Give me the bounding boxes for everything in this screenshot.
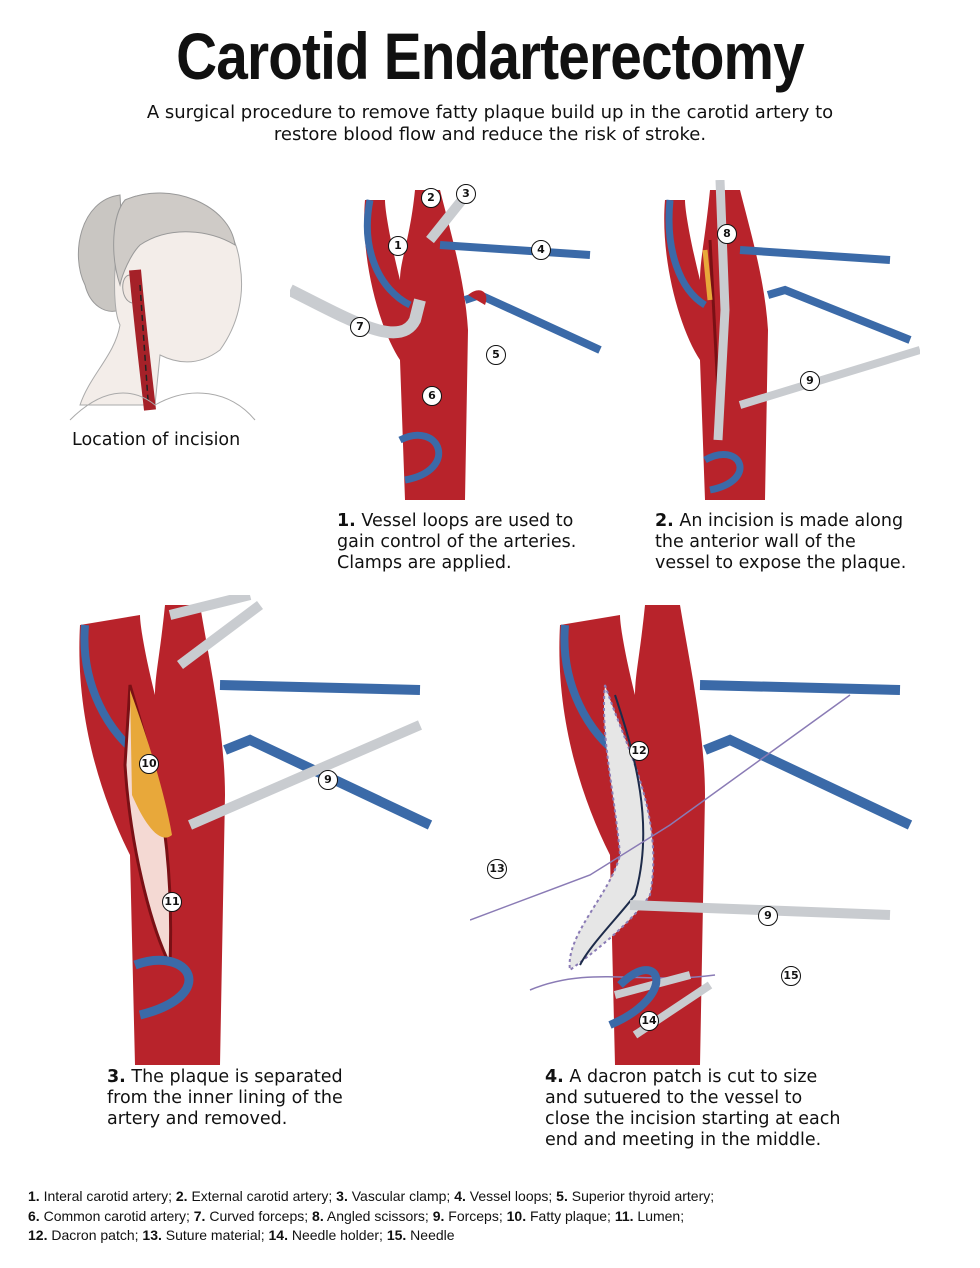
panel-incision-location: Location of incision: [60, 175, 260, 450]
legend-label: Lumen;: [637, 1207, 685, 1224]
caption-line: artery and removed.: [107, 1109, 288, 1129]
caption-line: Vessel loops are used to: [361, 511, 574, 531]
caption-line: and sutuered to the vessel to: [545, 1088, 803, 1108]
legend-line: 12. Dacron patch; 13. Suture material; 1…: [28, 1226, 714, 1246]
legend-num: 3.: [336, 1188, 348, 1204]
callout-8: 8: [717, 224, 737, 244]
legend-label: Vascular clamp;: [351, 1188, 451, 1204]
caption-step-2: 2. An incision is made along the anterio…: [655, 511, 906, 574]
callout-5: 5: [486, 345, 506, 365]
legend-label: Curved forceps;: [209, 1207, 309, 1224]
head-illustration: [69, 192, 256, 421]
plaque-removal-illustration: [79, 595, 433, 1065]
legend-num: 9.: [432, 1207, 445, 1224]
caption-line: Clamps are applied.: [337, 553, 512, 573]
vessel-loops-illustration: [290, 186, 602, 500]
subtitle: A surgical procedure to remove fatty pla…: [120, 102, 860, 146]
callout-12: 12: [629, 741, 649, 761]
legend: 1. Interal carotid artery; 2. External c…: [28, 1187, 714, 1246]
legend-label: Needle holder;: [291, 1227, 383, 1243]
legend-line: 6. Common carotid artery; 7. Curved forc…: [28, 1207, 714, 1227]
legend-label: Forceps;: [448, 1207, 503, 1224]
panel-step-4: 12 13 9 15 14 4. A dacron patch is cut t…: [470, 595, 920, 1155]
callout-15: 15: [781, 966, 801, 986]
legend-num: 2.: [175, 1188, 188, 1204]
caption-step-3: 3. The plaque is separated from the inne…: [107, 1067, 343, 1130]
caption-line: The plaque is separated: [131, 1067, 343, 1087]
callout-11: 11: [162, 892, 182, 912]
legend-num: 11.: [614, 1207, 634, 1224]
callout-10: 10: [139, 754, 159, 774]
legend-num: 10.: [506, 1207, 527, 1224]
panel-step-3: 10 9 11 3. The plaque is separated from …: [60, 595, 440, 1155]
caption-line: close the incision starting at each: [545, 1109, 841, 1129]
legend-label: Suture material;: [165, 1227, 265, 1243]
legend-label: Fatty plaque;: [529, 1207, 611, 1224]
incision-illustration: [664, 180, 920, 500]
legend-num: 8.: [312, 1207, 324, 1224]
legend-line: 1. Interal carotid artery; 2. External c…: [28, 1187, 714, 1207]
legend-label: External carotid artery;: [191, 1188, 333, 1204]
legend-label: Vessel loops;: [469, 1188, 553, 1204]
callout-6: 6: [422, 386, 442, 406]
caption-step-1: 1. Vessel loops are used to gain control…: [337, 511, 576, 574]
callout-9: 9: [758, 906, 778, 926]
caption-line: A dacron patch is cut to size: [569, 1067, 818, 1087]
caption-step-4: 4. A dacron patch is cut to size and sut…: [545, 1067, 840, 1151]
callout-7: 7: [350, 317, 370, 337]
panel-step-1: 1 2 3 4 5 6 7 1. Vessel loops are used t…: [290, 180, 610, 580]
callout-9: 9: [800, 371, 820, 391]
subtitle-line: A surgical procedure to remove fatty pla…: [146, 102, 834, 123]
step-number: 4.: [545, 1067, 564, 1087]
legend-num: 4.: [454, 1188, 466, 1204]
legend-num: 6.: [28, 1207, 40, 1224]
step-number: 1.: [337, 511, 356, 531]
legend-num: 15.: [386, 1227, 407, 1243]
legend-num: 1.: [28, 1188, 40, 1204]
callout-2: 2: [421, 188, 441, 208]
legend-num: 12.: [28, 1227, 48, 1243]
callout-3: 3: [456, 184, 476, 204]
caption-line: the anterior wall of the: [655, 532, 856, 552]
legend-num: 13.: [142, 1227, 162, 1243]
legend-num: 14.: [268, 1227, 288, 1243]
patch-suture-illustration: [470, 605, 913, 1065]
callout-4: 4: [531, 240, 551, 260]
legend-label: Angled scissors;: [326, 1207, 429, 1224]
callout-9: 9: [318, 770, 338, 790]
callout-13: 13: [487, 859, 507, 879]
panel-step-2: 8 9 2. An incision is made along the ant…: [610, 180, 930, 580]
step-number: 3.: [107, 1067, 126, 1087]
legend-label: Dacron patch;: [51, 1227, 139, 1243]
caption-line: gain control of the arteries.: [337, 532, 577, 552]
callout-14: 14: [639, 1011, 659, 1031]
caption-incision-location: Location of incision: [72, 430, 241, 450]
callout-1: 1: [388, 236, 408, 256]
caption-line: An incision is made along: [679, 511, 904, 531]
legend-label: Superior thyroid artery;: [571, 1188, 715, 1204]
caption-line: end and meeting in the middle.: [545, 1130, 822, 1150]
page-title: Carotid Endarterectomy: [176, 19, 805, 93]
caption-line: vessel to expose the plaque.: [655, 553, 907, 573]
caption-line: from the inner lining of the: [107, 1088, 343, 1108]
legend-num: 5.: [556, 1188, 568, 1204]
legend-label: Common carotid artery;: [43, 1207, 190, 1224]
legend-num: 7.: [193, 1207, 206, 1224]
legend-label: Interal carotid artery;: [43, 1188, 172, 1204]
step-number: 2.: [655, 511, 674, 531]
subtitle-line: restore blood flow and reduce the risk o…: [273, 124, 707, 145]
legend-label: Needle: [410, 1227, 455, 1243]
